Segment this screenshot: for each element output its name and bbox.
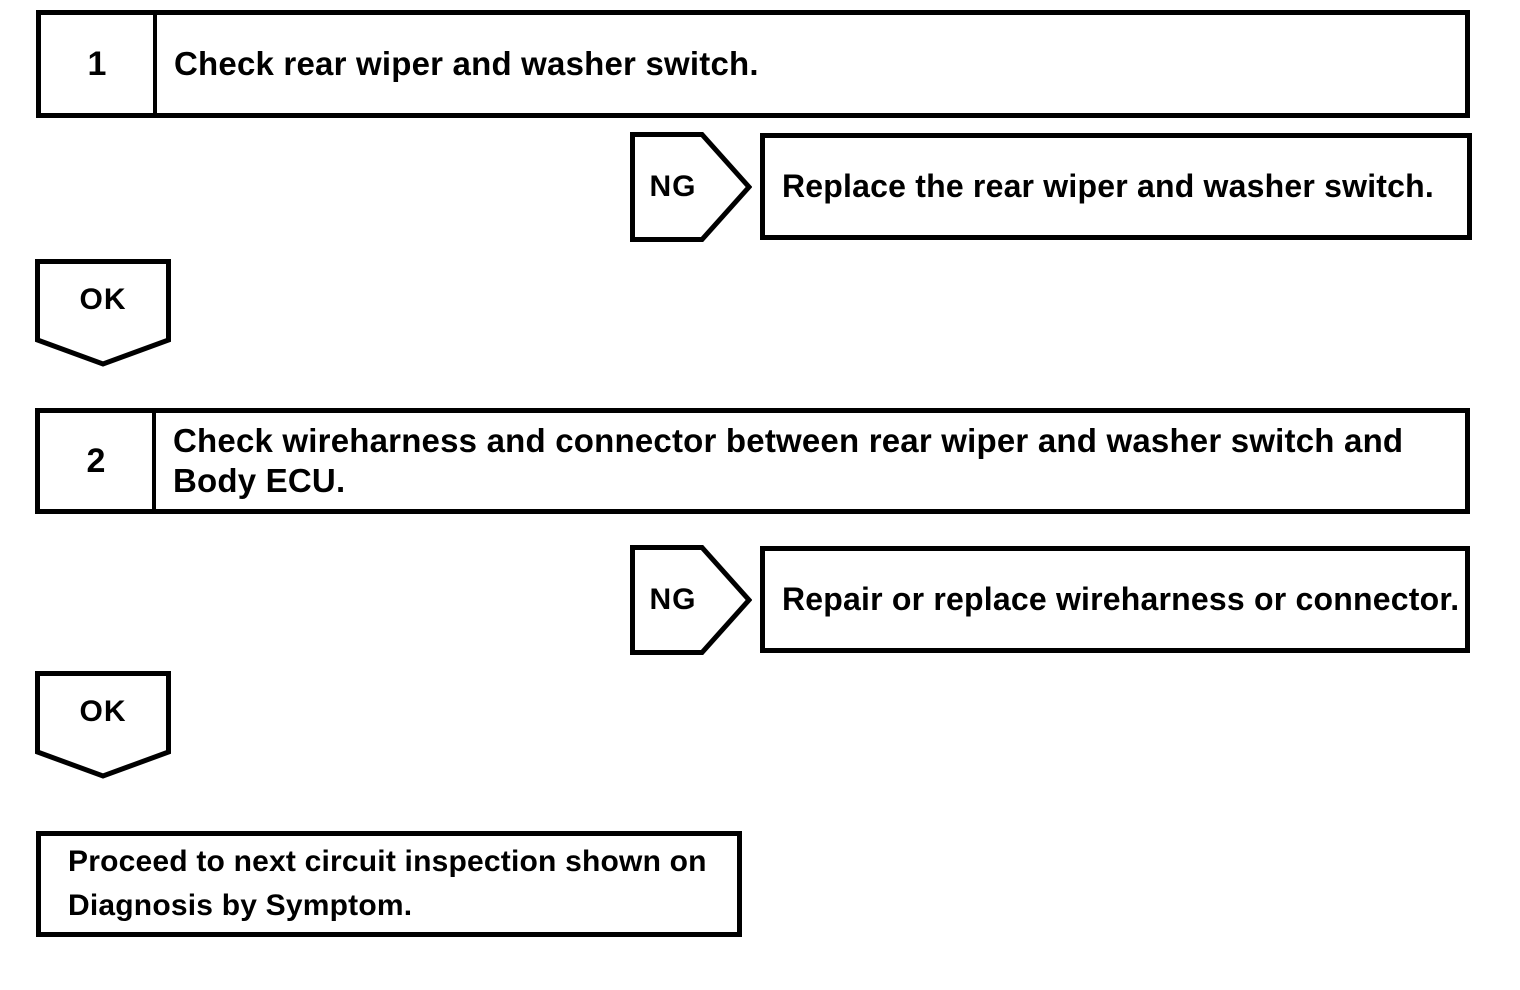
instruction-line: Check rear wiper and washer switch.	[174, 45, 759, 82]
final-result-box: Proceed to next circuit inspection shown…	[36, 831, 742, 937]
ng-arrow-2: NG	[630, 545, 752, 655]
ok-pentagon-shape	[35, 671, 171, 779]
ok-arrow-1: OK	[35, 259, 171, 367]
ng-arrow-1: NG	[630, 132, 752, 242]
ng-label-1: NG	[649, 170, 697, 203]
ng-result-1: Replace the rear wiper and washer switch…	[760, 133, 1472, 240]
ng-result-2: Repair or replace wireharness or connect…	[760, 546, 1470, 653]
instruction-line: Check wireharness and connector between …	[173, 422, 1404, 459]
ok-label-1: OK	[79, 282, 127, 316]
step-1-instruction: Check rear wiper and washer switch.	[157, 15, 1465, 113]
final-result-line: Diagnosis by Symptom.	[68, 889, 413, 922]
step-2-instruction: Check wireharness and connector between …	[156, 413, 1465, 509]
ng-result-2-text: Repair or replace wireharness or connect…	[782, 581, 1460, 617]
ok-pentagon-shape	[35, 259, 171, 367]
ok-label-2: OK	[79, 694, 127, 728]
final-result-line: Proceed to next circuit inspection shown…	[68, 845, 707, 878]
ng-pentagon-shape	[630, 132, 752, 242]
ng-pentagon-shape	[630, 545, 752, 655]
ok-arrow-2: OK	[35, 671, 171, 779]
instruction-line: Body ECU.	[173, 462, 346, 499]
ng-label-2: NG	[649, 583, 697, 616]
step-2-number: 2	[40, 413, 156, 509]
step-1-box: 1 Check rear wiper and washer switch.	[36, 10, 1470, 118]
step-1-number: 1	[41, 15, 157, 113]
ng-result-1-text: Replace the rear wiper and washer switch…	[782, 168, 1434, 204]
step-2-box: 2 Check wireharness and connector betwee…	[35, 408, 1470, 514]
